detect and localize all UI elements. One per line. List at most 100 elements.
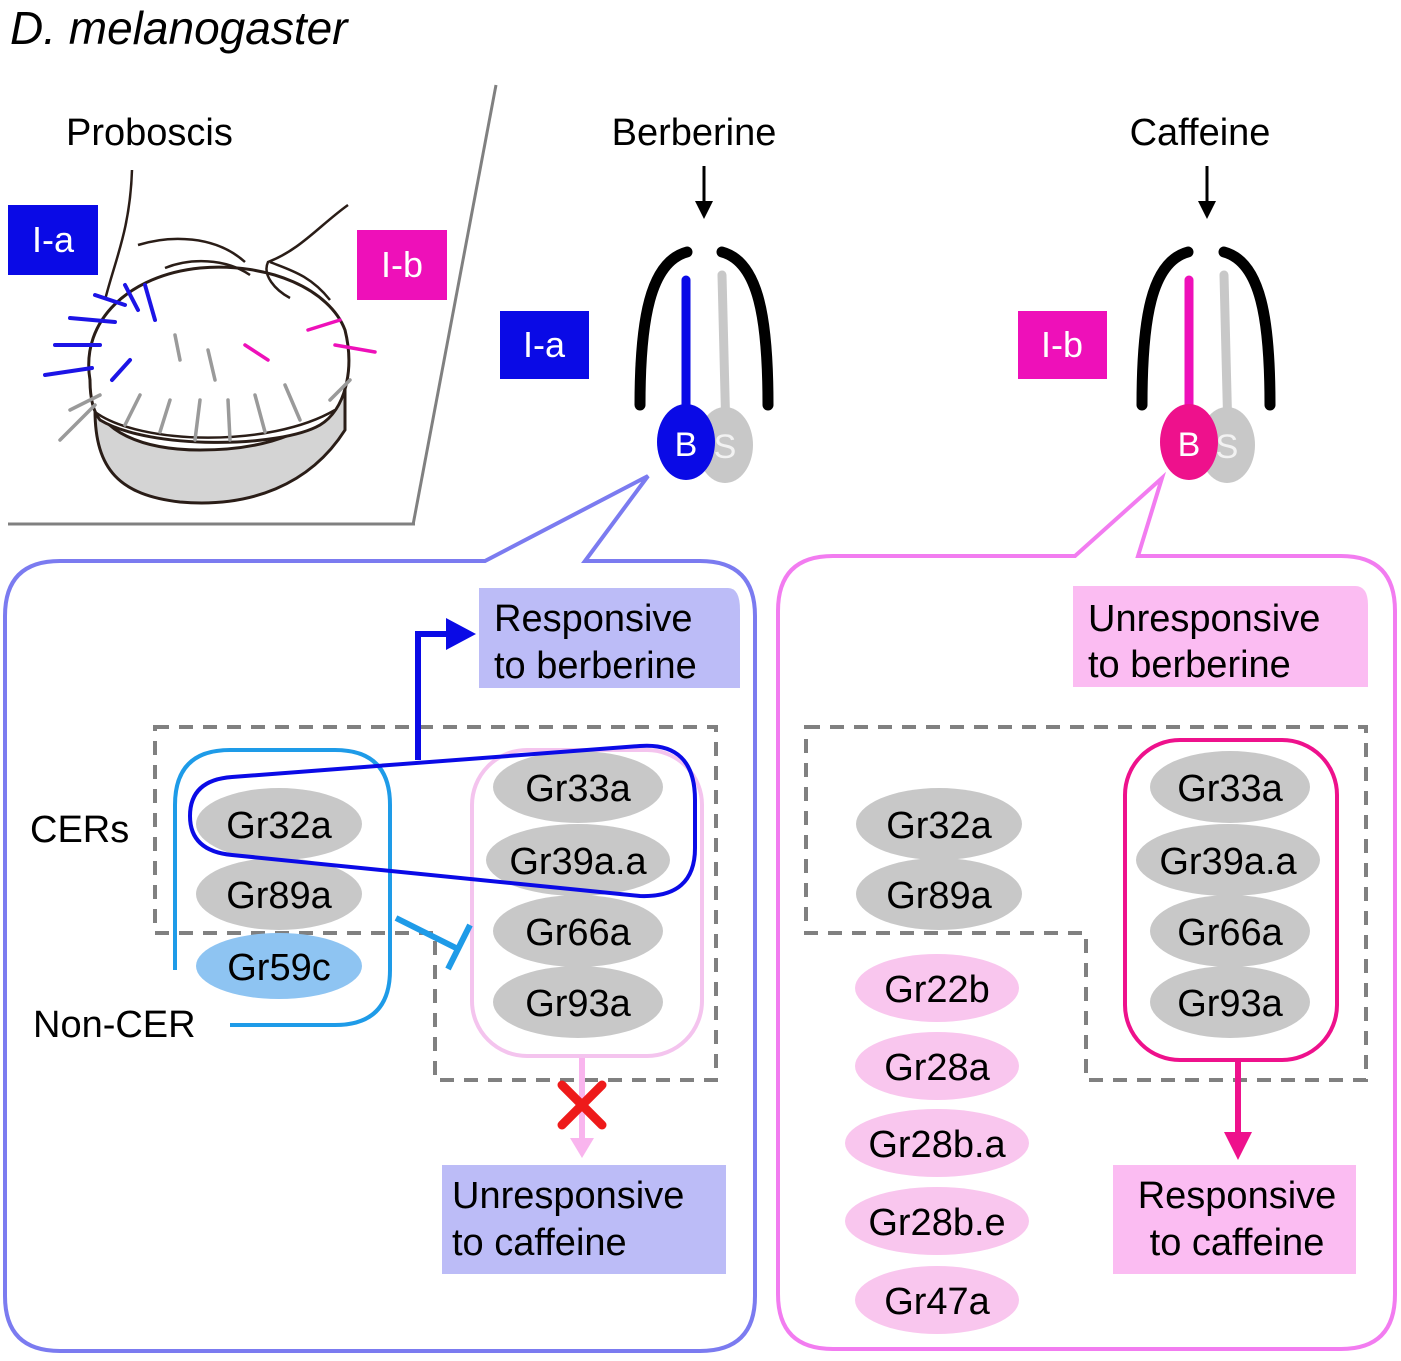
frame-line-diagonal [411,84,498,526]
sensillum-ia [143,283,157,322]
right-cer-dashed-outline [804,725,1368,1082]
gene-ellipse [855,954,1019,1022]
hair [265,203,349,300]
neuron-b [1160,404,1218,480]
right-panel: Unresponsive to berberine Gr32a Gr89a Gr… [776,471,1397,1351]
sensillum-ia [93,293,127,307]
gene-label-gr39aa: Gr39a.a [509,841,647,883]
gene-label-gr66a: Gr66a [525,912,631,954]
left-bottom-response-line2: to caffeine [452,1222,627,1264]
left-bottom-response-box [442,1165,726,1274]
cers-label: CERs [30,809,129,851]
gene-ellipse [486,824,670,896]
left-top-response-box [479,588,740,688]
left-top-response-line2: to berberine [494,645,697,687]
gene-label-gr32a: Gr32a [226,805,332,847]
sensillum-ib [306,318,342,332]
gene-ellipse [856,858,1022,930]
gene-label-gr89a: Gr89a [226,875,332,917]
gene-label-gr39aa: Gr39a.a [1159,841,1297,883]
sensillum-ib [333,343,377,354]
hair [103,169,134,301]
gene-ellipse [493,895,663,967]
gene-label-gr47a: Gr47a [884,1281,990,1323]
neuron-b [657,404,715,480]
sensillum-gray [173,333,182,362]
ia-sensilla [43,283,157,382]
gene-ellipse [196,788,362,860]
sensillum-gray [58,403,97,442]
right-top-response-line2: to berberine [1088,644,1291,686]
sensillum-diagram-ib: Caffeine I-b S B [1018,112,1276,483]
tag-ia-box [8,205,98,275]
blocked-arrowhead [570,1138,594,1158]
gene-label-gr93a: Gr93a [1177,983,1283,1025]
noncer-label: Non-CER [33,1004,196,1046]
gene-ellipse [493,966,663,1038]
sensillum-gray [123,393,142,427]
gene-ellipse [855,1032,1019,1100]
gene-ellipse [855,1266,1019,1334]
gene-label-gr66a: Gr66a [1177,912,1283,954]
tag-ib-box [357,230,447,300]
sensillum-gray [206,348,217,382]
left-left-group-outline [173,748,392,1027]
left-top-response-line1: Responsive [494,598,693,640]
sensillum-type-box-ib [1018,311,1107,379]
neuron-b-label: B [1178,426,1201,464]
gene-ellipse [1150,966,1310,1038]
neuron-s-label: S [1216,428,1239,466]
gene-ellipse [845,1187,1029,1255]
left-panel: Responsive to berberine Gr32a Gr89a Gr59… [3,474,757,1353]
neuron-b-label: B [675,426,698,464]
sensillum-diagram-ia: Berberine I-a S B [500,112,776,483]
sensillum-ia [68,316,117,324]
gene-ellipse [856,788,1022,860]
gene-ellipse [1150,751,1310,823]
sensillum-type-text-ib: I-b [1041,324,1083,365]
sensillum-gray [253,393,267,434]
sensillum-ia [43,366,94,377]
gene-label-gr28be: Gr28b.e [868,1202,1005,1244]
gene-ellipse [196,933,362,999]
labellum-base [93,384,347,505]
sensillum-gray [328,378,352,402]
right-top-response-box [1073,586,1368,687]
gene-ellipse [196,858,362,930]
figure-title: D. melanogaster [10,2,349,54]
sensillum-ia [123,283,140,312]
gene-label-gr32a: Gr32a [886,805,992,847]
left-cer-dashed-outline [153,725,718,1082]
sensillum-wall-left [634,246,693,411]
left-response-arrow [415,631,448,760]
ib-sensilla [243,318,377,362]
right-complex-outline [1123,738,1339,1062]
gene-label-gr33a: Gr33a [525,768,631,810]
sensillum-gray [158,398,172,434]
hair [137,237,246,263]
sensillum-gray [68,393,102,412]
inhibition-line [394,915,462,953]
hair [164,259,251,277]
right-bottom-response-box [1113,1165,1356,1274]
left-bottom-response-line1: Unresponsive [452,1175,684,1217]
sensillum-wall-right [1218,246,1276,411]
tag-ib-text: I-b [381,244,423,285]
neuron-s-label: S [714,428,737,466]
hair [269,260,331,301]
gene-label-gr59c: Gr59c [227,947,330,989]
gene-label-gr28a: Gr28a [884,1047,990,1089]
gene-ellipse [1136,824,1320,896]
sensillum-gray [226,398,232,442]
labellum-rim [94,408,336,439]
gene-label-gr33a: Gr33a [1177,768,1283,810]
sensillum-ia [110,358,132,382]
right-bottom-response-line2: to caffeine [1150,1222,1325,1264]
right-response-arrowhead [1224,1132,1252,1160]
sensillum-gray [283,383,302,422]
right-top-response-line1: Unresponsive [1088,598,1320,640]
sensillum-type-box-ia [500,311,589,379]
proboscis-illustration: Proboscis I-a I-b [8,84,498,526]
right-bottom-response-line1: Responsive [1138,1175,1337,1217]
